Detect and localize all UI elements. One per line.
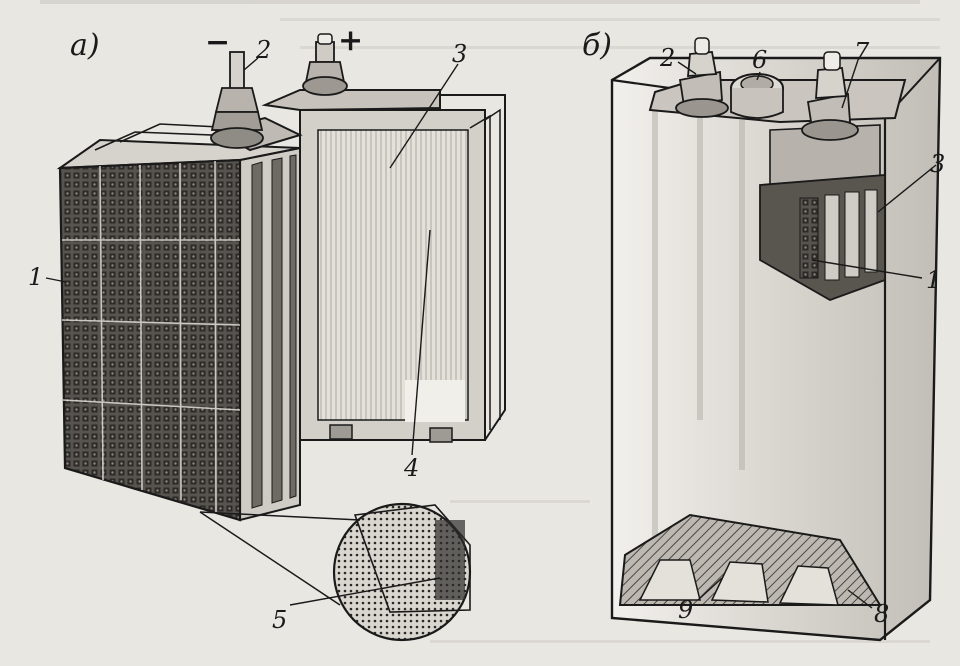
panel-b: б) 2 6 7 3 1 9 8 [582,28,945,642]
callout-a-5: 5 [272,606,287,634]
callout-b-7: 7 [854,38,870,66]
callout-b-8: 8 [874,600,889,628]
callout-a-3: 3 [452,40,467,68]
negative-terminal [210,51,264,149]
leader-lines-a [45,57,459,606]
vent-plug [730,73,784,119]
background-text-lines [40,0,940,643]
lid-terminal-left [675,37,729,118]
callout-b-3: 3 [930,150,945,178]
callout-a-4: 4 [403,454,419,482]
positive-terminal [302,33,348,96]
callout-b-9: 9 [678,596,693,624]
callout-b-6: 6 [752,46,767,74]
active-mass-magnifier [199,502,472,642]
callout-a-1: 1 [28,263,43,291]
cutaway-plates [759,174,886,301]
callout-b-2: 2 [659,44,675,72]
panel-a-label: а) [70,28,100,63]
panel-b-label: б) [582,28,612,63]
callout-a-2: 2 [255,36,271,64]
leader-lines-b [677,59,937,609]
negative-plate-group [56,116,303,522]
negative-sign: − [205,25,230,60]
lid-terminal-right [801,51,859,141]
callout-b-1: 1 [926,266,941,294]
panel-a: а) − + 1 2 3 4 5 [28,23,506,642]
bottom-support-prisms [618,513,882,606]
positive-sign: + [338,23,363,58]
